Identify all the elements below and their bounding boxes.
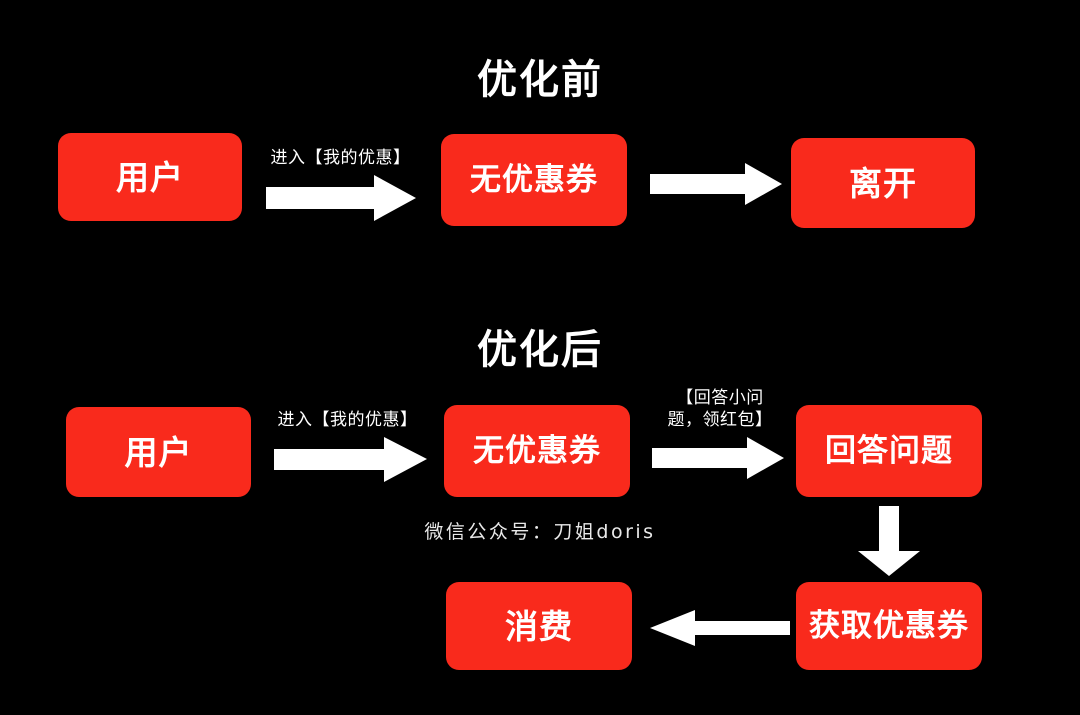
node-after-no-coupon[interactable]: 无优惠券 [444, 405, 630, 497]
arrow-before-user-to-nocoupon [266, 175, 416, 221]
edge-label-before-enter-mycoupon: 进入【我的优惠】 [270, 148, 411, 168]
arrow-after-user-to-nocoupon [274, 437, 427, 482]
node-after-user[interactable]: 用户 [66, 407, 251, 497]
node-after-get-coupon[interactable]: 获取优惠券 [796, 582, 982, 670]
node-after-consume-label: 消费 [505, 606, 573, 646]
edge-label-after-answer-question-line2: 题，领红包】 [667, 409, 773, 430]
node-after-user-label: 用户 [124, 432, 193, 472]
arrow-after-nocoupon-to-answer [652, 437, 784, 479]
section-title-after: 优化后 [477, 327, 603, 373]
edge-label-after-answer-question-line1: 【回答小问 [676, 388, 764, 408]
node-before-no-coupon[interactable]: 无优惠券 [441, 134, 627, 226]
section-title-before: 优化前 [477, 57, 603, 103]
node-after-answer-question[interactable]: 回答问题 [796, 405, 982, 497]
node-before-no-coupon-label: 无优惠券 [470, 161, 598, 198]
node-after-consume[interactable]: 消费 [446, 582, 632, 670]
node-after-answer-question-label: 回答问题 [825, 432, 953, 469]
node-before-user-label: 用户 [116, 157, 184, 197]
node-before-leave-label: 离开 [849, 163, 917, 203]
arrow-after-getcoupon-to-consume [650, 610, 790, 646]
node-before-leave[interactable]: 离开 [791, 138, 975, 228]
arrow-before-nocoupon-to-leave [650, 163, 782, 205]
node-after-get-coupon-label: 获取优惠券 [809, 607, 969, 644]
node-after-no-coupon-label: 无优惠券 [473, 432, 601, 469]
arrow-after-answer-to-getcoupon [858, 506, 920, 576]
watermark-text: 微信公众号：刀姐doris [424, 521, 656, 543]
node-before-user[interactable]: 用户 [58, 133, 242, 221]
edge-label-after-answer-question: 【回答小问 题，领红包】 [645, 388, 795, 432]
edge-label-after-enter-mycoupon: 进入【我的优惠】 [277, 410, 418, 430]
